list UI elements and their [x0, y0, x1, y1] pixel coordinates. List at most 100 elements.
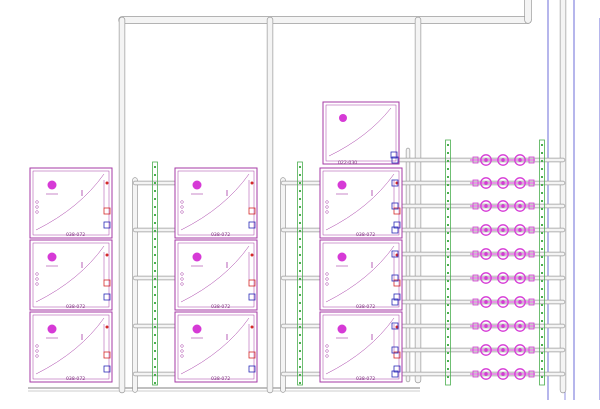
check-valve-icon	[472, 322, 479, 330]
rail-slot	[541, 192, 543, 194]
rail-slot	[154, 190, 156, 192]
pump-icon	[497, 177, 509, 189]
pump-icon	[497, 200, 509, 212]
pump-hub-icon	[501, 372, 505, 376]
check-valve-icon	[528, 298, 535, 306]
rail-slot	[447, 240, 449, 242]
rail-slot	[299, 318, 301, 320]
rail-slot	[541, 240, 543, 242]
pump-icon	[480, 177, 492, 189]
check-valve-icon	[528, 250, 535, 258]
pump-hub-icon	[501, 348, 505, 352]
rail-slot	[447, 320, 449, 322]
pump-row	[391, 272, 535, 284]
pump-icon	[480, 200, 492, 212]
rail-slot	[541, 288, 543, 290]
rail-slot	[299, 326, 301, 328]
boiler-cabinet: 038-072	[319, 167, 403, 239]
mounting-rail	[539, 139, 545, 386]
door-swing-arc	[35, 173, 105, 231]
indicator-icon	[180, 354, 184, 358]
indicator-icon	[180, 205, 184, 209]
pump-row	[391, 224, 535, 236]
cabinet-model-label: 038-072	[356, 304, 375, 310]
gauge-icon	[105, 181, 109, 185]
cabinet-outline	[174, 239, 258, 311]
pipe-network	[28, 0, 567, 394]
pump-row	[391, 344, 535, 356]
pump-icon	[497, 296, 509, 308]
rail-slot	[299, 190, 301, 192]
blue-valve-icon	[103, 293, 111, 301]
rail-slot	[541, 320, 543, 322]
mounting-rail	[152, 161, 158, 386]
rail-slot	[299, 366, 301, 368]
rail-slot	[447, 368, 449, 370]
check-valve-icon	[528, 179, 535, 187]
check-valve-icon	[472, 250, 479, 258]
rail-slot	[541, 248, 543, 250]
pump-icon	[480, 320, 492, 332]
cabinet-outline	[319, 167, 403, 239]
check-valve-icon	[528, 346, 535, 354]
rail-slot	[299, 238, 301, 240]
cabinet-model-label: 038-072	[211, 304, 230, 310]
rail-slot	[154, 230, 156, 232]
cabinet-door	[32, 242, 110, 308]
rail-slot	[447, 256, 449, 258]
gauge-icon	[250, 181, 254, 185]
pump-hub-icon	[484, 228, 488, 232]
check-valve-icon	[472, 370, 479, 378]
cabinet-model-label: 038-072	[66, 304, 85, 310]
mounting-rail	[297, 161, 303, 386]
pump-hub-icon	[518, 276, 522, 280]
check-valve-icon	[528, 322, 535, 330]
pump-row	[391, 200, 535, 212]
pump-row	[391, 296, 535, 308]
blue-valve-icon	[248, 365, 256, 373]
rail-slot	[299, 198, 301, 200]
pump-icon	[480, 224, 492, 236]
cabinet-outline	[319, 239, 403, 311]
gauge-icon	[105, 253, 109, 257]
rail-slot	[447, 144, 449, 146]
rail-slot	[154, 334, 156, 336]
pump-row	[391, 368, 535, 380]
check-valve-icon	[472, 298, 479, 306]
rail-slot	[447, 272, 449, 274]
indicator-icon	[35, 344, 39, 348]
pump-hub-icon	[501, 204, 505, 208]
pump-hub-icon	[518, 300, 522, 304]
check-valve-icon	[528, 202, 535, 210]
rail-slot	[447, 184, 449, 186]
guide-lines	[398, 0, 600, 400]
pump-icon	[514, 296, 526, 308]
pump-hub-icon	[501, 252, 505, 256]
rail-slot	[154, 358, 156, 360]
indicator-icon	[325, 282, 329, 286]
indicator-icon	[180, 272, 184, 276]
boiler-cabinet: 038-072	[29, 167, 113, 239]
rail-slot	[154, 326, 156, 328]
blue-valve-icon	[391, 202, 399, 210]
gauge-icon	[105, 325, 109, 329]
blue-valve-icon	[391, 250, 399, 258]
pump-icon	[497, 154, 509, 166]
check-valve-icon	[472, 274, 479, 282]
pump-icon	[497, 272, 509, 284]
rail-slot	[299, 310, 301, 312]
pump-icon	[514, 320, 526, 332]
blue-valve-icon	[391, 370, 399, 378]
door-swing-arc	[35, 317, 105, 375]
rail-slot	[541, 336, 543, 338]
indicator-icon	[325, 272, 329, 276]
red-valve-icon	[248, 207, 256, 215]
indicator-icon	[325, 205, 329, 209]
door-swing-arc	[180, 317, 250, 375]
check-valve-icon	[472, 202, 479, 210]
rail-slot	[447, 208, 449, 210]
blue-valve-icon	[391, 156, 399, 164]
indicator-icon	[180, 200, 184, 204]
pump-hub-icon	[518, 324, 522, 328]
rail-slot	[447, 192, 449, 194]
